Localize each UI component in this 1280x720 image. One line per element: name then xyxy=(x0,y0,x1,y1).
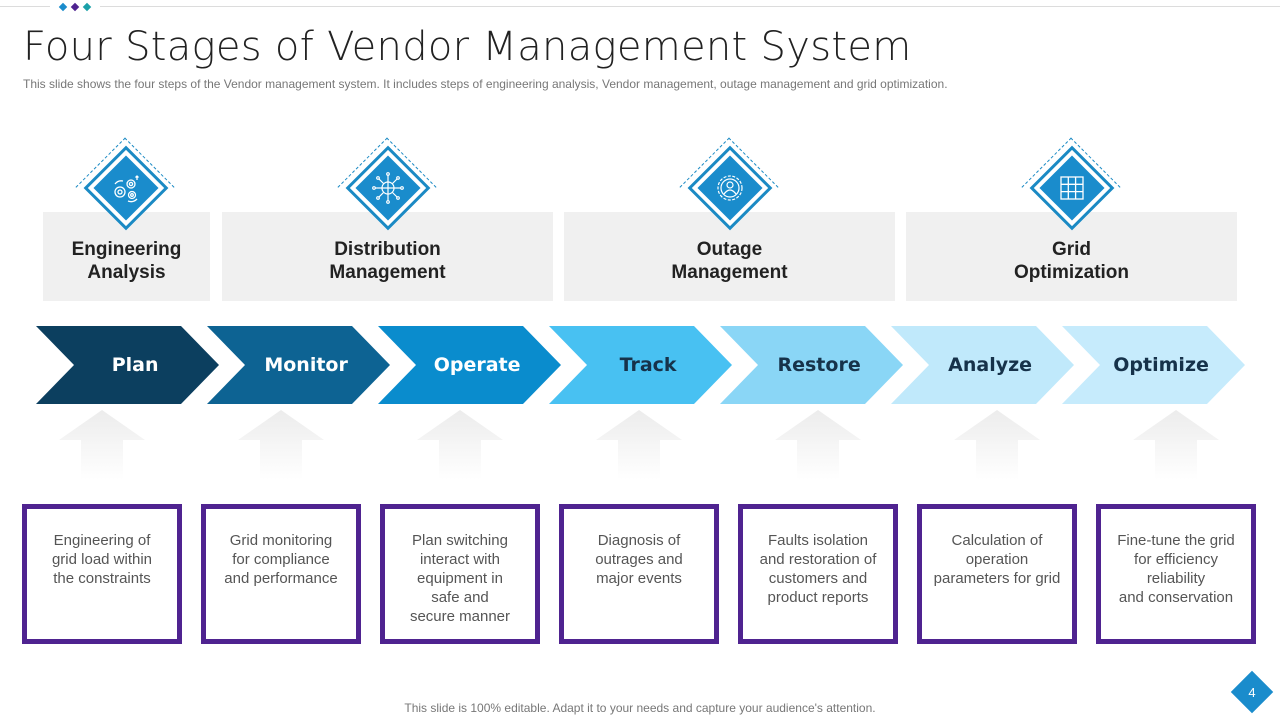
decor-dots xyxy=(50,0,100,14)
page-title: Four Stages of Vendor Management System xyxy=(23,24,912,70)
page-subtitle: This slide shows the four steps of the V… xyxy=(23,77,948,91)
stage-badge-grid xyxy=(1021,137,1121,237)
up-arrow-icon xyxy=(238,410,324,480)
step-label-monitor: Monitor xyxy=(264,354,348,376)
up-arrow-icon xyxy=(417,410,503,480)
description-line: equipment in xyxy=(417,570,503,587)
decor-diamond xyxy=(70,2,80,12)
stage-title-line: Distribution xyxy=(334,238,441,260)
description-box: Diagnosis of outrages and major events xyxy=(559,504,719,644)
step-label-analyze: Analyze xyxy=(948,354,1033,376)
stage-badge-distribution xyxy=(337,137,437,237)
description-line: secure manner xyxy=(409,608,511,625)
stage-title-line: Outage xyxy=(696,238,763,260)
chevron-restore xyxy=(720,326,903,404)
step-label-optimize: Optimize xyxy=(1113,354,1209,376)
description-box: Grid monitoring for compliance and perform… xyxy=(201,504,361,644)
description-line: and performance xyxy=(224,570,338,587)
description-box: Faults isolation and restoration of custom… xyxy=(738,504,898,644)
stage-title-line: Management xyxy=(329,261,446,283)
stage-badge-outage xyxy=(679,137,779,237)
description-line: Grid monitoring xyxy=(229,532,333,549)
page-number-badge: 4 xyxy=(1230,670,1274,714)
description-box: Engineering of grid load within the constr… xyxy=(22,504,182,644)
description-line: Plan switching xyxy=(412,532,508,549)
description-line: for compliance xyxy=(232,551,330,568)
up-arrow-icon xyxy=(596,410,682,480)
gears-icon xyxy=(114,175,139,203)
step-label-plan: Plan xyxy=(111,354,159,376)
description-line: safe and xyxy=(431,589,489,606)
stage-badge-engineering xyxy=(75,137,175,237)
description-line: for efficiency xyxy=(1134,551,1218,568)
decor-diamond xyxy=(82,2,92,12)
description-line: grid load within xyxy=(51,551,153,568)
description-box: Fine-tune the grid for efficiency reliabil… xyxy=(1096,504,1256,644)
description-line: Fine-tune the grid xyxy=(1117,532,1235,549)
page-number: 4 xyxy=(1248,684,1256,700)
description-line: customers and xyxy=(768,570,868,587)
chevron-optimize xyxy=(1062,326,1245,404)
description-line: reliability xyxy=(1146,570,1206,587)
decor-diamond xyxy=(58,2,68,12)
description-box: Calculation of operation parameters for gr… xyxy=(917,504,1077,644)
chevron-track xyxy=(549,326,732,404)
stage-title-line: Optimization xyxy=(1013,261,1130,283)
description-line: Faults isolation xyxy=(767,532,869,549)
stage-title-line: Engineering xyxy=(71,238,182,260)
stage-title-line: Grid xyxy=(1051,238,1092,260)
chevron-plan xyxy=(36,326,219,404)
description-line: interact with xyxy=(419,551,501,568)
description-line: operation xyxy=(965,551,1029,568)
up-arrow-icon xyxy=(775,410,861,480)
top-divider xyxy=(0,6,1280,7)
description-line: Engineering of xyxy=(53,532,151,549)
chevron-monitor xyxy=(207,326,390,404)
step-label-operate: Operate xyxy=(433,354,521,376)
up-arrow-icon xyxy=(59,410,145,480)
network-globe-icon xyxy=(372,172,404,204)
step-label-restore: Restore xyxy=(777,354,861,376)
step-label-track: Track xyxy=(619,354,677,376)
description-line: major events xyxy=(596,570,682,587)
up-arrow-icon xyxy=(1133,410,1219,480)
description-box: Plan switching interact with equipment in s… xyxy=(380,504,540,644)
description-line: product reports xyxy=(767,589,869,606)
description-line: and conservation xyxy=(1118,589,1234,606)
footer-note: This slide is 100% editable. Adapt it to… xyxy=(404,701,876,715)
description-line: outrages and xyxy=(595,551,683,568)
stage-title-line: Analysis xyxy=(87,261,166,283)
up-arrow-icon xyxy=(954,410,1040,480)
stage-title-line: Management xyxy=(671,261,788,283)
chevron-operate xyxy=(378,326,561,404)
process-chevrons xyxy=(36,326,1245,404)
description-line: and restoration of xyxy=(759,551,877,568)
grid-icon xyxy=(1060,176,1084,200)
description-line: the constraints xyxy=(53,570,151,587)
description-line: Diagnosis of xyxy=(597,532,681,549)
user-gear-icon xyxy=(717,175,743,201)
description-line: parameters for grid xyxy=(933,570,1061,587)
description-line: Calculation of xyxy=(951,532,1043,549)
chevron-analyze xyxy=(891,326,1074,404)
